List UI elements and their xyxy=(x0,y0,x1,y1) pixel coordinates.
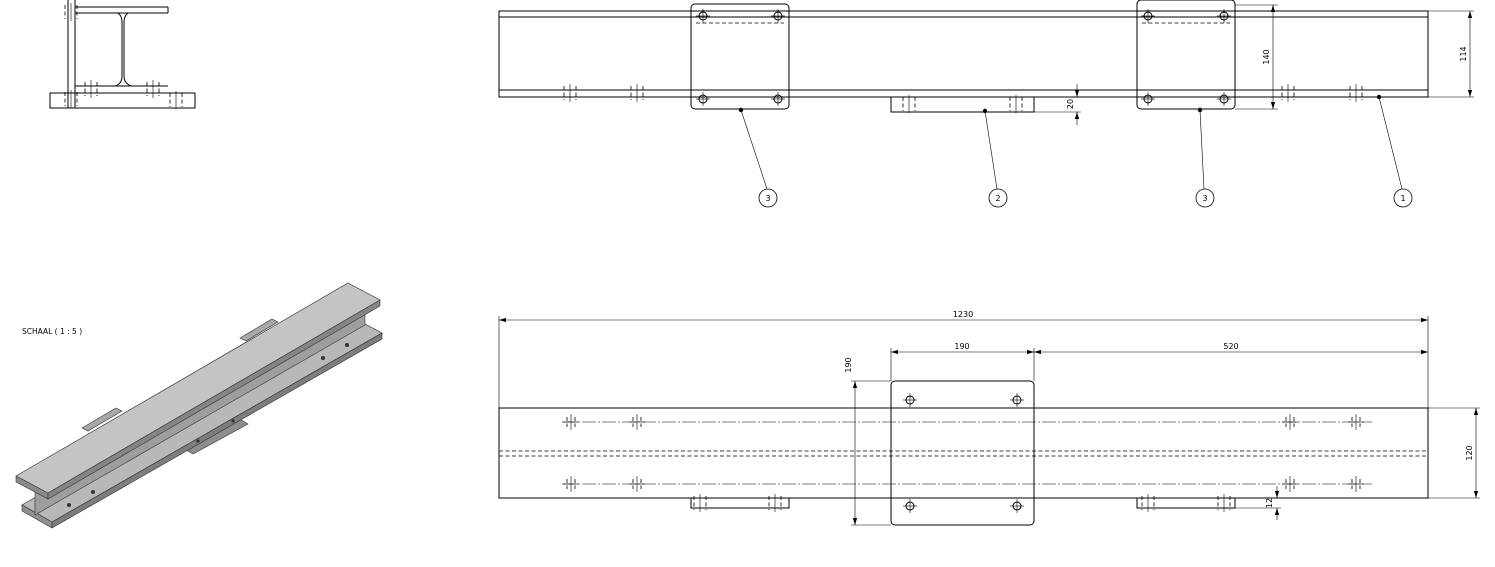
dimension-520: 520 xyxy=(1223,342,1238,351)
svg-text:2: 2 xyxy=(995,194,1000,203)
top-view: 1230 190 520 190 120 12 xyxy=(498,310,1480,526)
balloon-3-right: 3 xyxy=(1195,188,1215,208)
scale-label: SCHAAL ( 1 : 5 ) xyxy=(22,327,82,336)
dimension-140: 140 xyxy=(1262,49,1271,64)
dimension-190-horizontal: 190 xyxy=(954,342,969,351)
dimension-1230: 1230 xyxy=(953,310,973,319)
balloon-1: 1 xyxy=(1393,188,1413,208)
dimension-114: 114 xyxy=(1459,46,1468,61)
dimension-190-vertical: 190 xyxy=(844,357,853,372)
balloon-2: 2 xyxy=(988,188,1008,208)
dimension-20: 20 xyxy=(1066,99,1075,109)
isometric-view xyxy=(15,282,383,529)
svg-text:1: 1 xyxy=(1400,194,1405,203)
front-view: 140 114 20 xyxy=(498,0,1474,190)
dimension-12: 12 xyxy=(1265,498,1274,508)
balloon-3-left: 3 xyxy=(758,188,778,208)
dimension-120: 120 xyxy=(1465,445,1474,460)
svg-text:3: 3 xyxy=(1202,194,1207,203)
svg-text:3: 3 xyxy=(765,194,770,203)
end-view xyxy=(49,0,196,110)
